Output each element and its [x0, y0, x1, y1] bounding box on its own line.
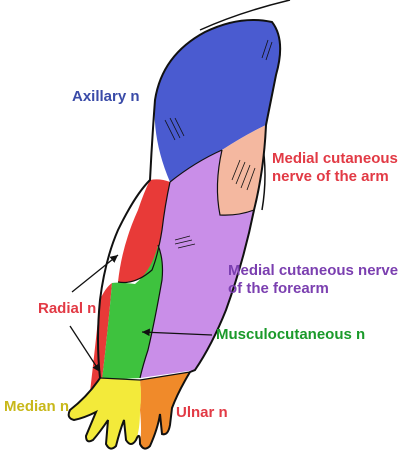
boundary-elbow — [169, 149, 223, 183]
musculocutaneous-arrow — [141, 328, 213, 337]
label-ulnar: Ulnar n — [176, 404, 228, 422]
boundary-medial-arm — [216, 149, 255, 216]
axillary-region — [154, 19, 281, 183]
label-musculocutaneous-text: Musculocutaneous n — [216, 326, 366, 343]
median-region — [68, 378, 141, 449]
boundary-radial — [117, 181, 171, 284]
label-ulnar-text: Ulnar n — [176, 404, 228, 421]
label-radial-text: Radial n — [38, 300, 97, 317]
boundary-wrist — [99, 371, 191, 381]
ulnar-region — [140, 372, 190, 449]
label-median: Median n — [4, 398, 69, 416]
torso-outline — [199, 0, 291, 31]
label-medial-cutaneous-forearm-line1: Medial cutaneous nerve — [228, 262, 399, 279]
label-medial-cutaneous-forearm-line2: of the forearm — [228, 280, 329, 297]
arm-outline — [67, 19, 282, 450]
label-medial-cutaneous-arm-line2: nerve of the arm — [272, 168, 389, 185]
label-medial-cutaneous-arm-line1: Medial cutaneous — [272, 150, 398, 167]
label-axillary: Axillary n — [72, 88, 140, 106]
medial-cutaneous-forearm-region — [140, 150, 254, 378]
radial-arrow-upper — [71, 254, 119, 293]
radial-arrow-lower — [69, 325, 101, 373]
radial-region-upper — [118, 179, 170, 283]
label-axillary-text: Axillary n — [72, 88, 140, 105]
label-median-text: Median n — [4, 398, 70, 415]
label-radial: Radial n — [38, 300, 96, 318]
hatch-shading — [164, 39, 273, 249]
label-medial-cutaneous-forearm: Medial cutaneous nerve of the forearm — [228, 262, 398, 298]
label-musculocutaneous: Musculocutaneous n — [216, 326, 365, 344]
musculocutaneous-region — [102, 245, 163, 380]
label-medial-cutaneous-arm: Medial cutaneous nerve of the arm — [272, 150, 398, 186]
boundary-musculo — [139, 244, 164, 379]
